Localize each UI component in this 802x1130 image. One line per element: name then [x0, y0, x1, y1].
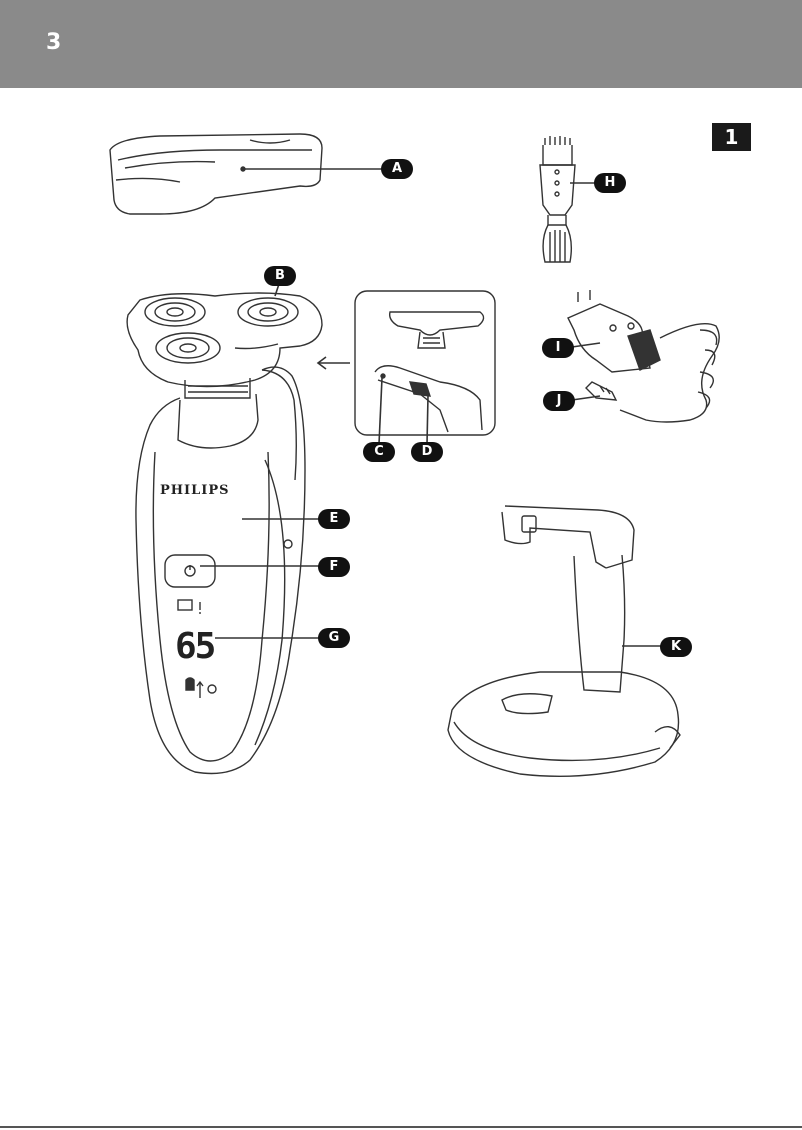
page-header: 3 — [0, 0, 802, 88]
charging-stand-illustration — [447, 505, 681, 777]
page-number: 3 — [46, 30, 62, 55]
callout-label-k: K — [660, 637, 692, 657]
callout-label-b: B — [264, 266, 296, 286]
callout-label-a: A — [381, 159, 413, 179]
battery-display: 65 — [175, 626, 216, 667]
pouch-illustration — [109, 133, 323, 215]
cleaning-brush-illustration — [539, 136, 576, 263]
callout-label-c: C — [363, 442, 395, 462]
callout-label-h: H — [594, 173, 626, 193]
callout-label-j: J — [543, 391, 575, 411]
power-adapter-illustration — [567, 290, 720, 423]
figure-number-badge: 1 — [712, 123, 751, 151]
footer-rule — [0, 1126, 802, 1128]
shaver-body-illustration — [135, 366, 306, 775]
callout-label-d: D — [411, 442, 443, 462]
callout-label-f: F — [318, 557, 350, 577]
shaver-head-illustration — [126, 292, 323, 399]
trimmer-detail-illustration — [354, 290, 496, 436]
callout-label-i: I — [542, 338, 574, 358]
callout-label-g: G — [318, 628, 350, 648]
callout-label-e: E — [318, 509, 350, 529]
brand-logo: PHILIPS — [160, 483, 230, 498]
